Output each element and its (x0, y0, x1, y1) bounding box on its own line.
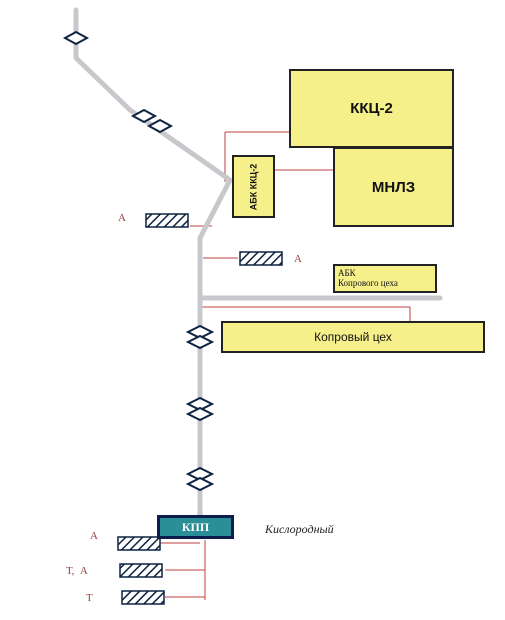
marker-label-ta: Т, А (66, 565, 88, 577)
marker-label-a1: А (118, 212, 126, 224)
hatched-marker-icon (117, 536, 161, 551)
building-abk-kkc2: АБК ККЦ-2 (232, 155, 275, 218)
building-kkc2: ККЦ-2 (289, 69, 454, 148)
hatched-marker-icon (121, 590, 165, 605)
valve-icon (185, 334, 215, 350)
valve-icon (185, 396, 215, 412)
kislorodny-caption: Кислородный (265, 522, 334, 536)
marker-label-a2: А (294, 253, 302, 265)
marker-label-a3: А (90, 530, 98, 542)
kpp-station: КПП (157, 515, 234, 539)
valve-icon (185, 466, 215, 482)
building-abk-koprovogo: АБК Копрового цеха (333, 264, 437, 293)
valve-icon (185, 406, 215, 422)
building-abk-koprovogo-line2: Копрового цеха (338, 278, 398, 288)
building-abk-kkc2-label: АБК ККЦ-2 (248, 163, 259, 210)
building-abk-koprovogo-line1: АБК (338, 268, 356, 278)
hatched-marker-icon (145, 213, 189, 228)
kpp-label: КПП (181, 519, 210, 534)
valve-icon (62, 30, 90, 46)
hatched-markers (117, 213, 283, 605)
hatched-marker-icon (239, 251, 283, 266)
valve-icon (130, 108, 158, 124)
valve-icon (185, 324, 215, 340)
building-koprovy-ceh-label: Копровый цех (314, 330, 392, 344)
building-kkc2-label: ККЦ-2 (350, 100, 393, 117)
valves (62, 30, 215, 492)
main-pipeline (73, 7, 443, 521)
valve-icon (146, 118, 174, 134)
building-mnlz-label: МНЛЗ (371, 178, 416, 196)
hatched-marker-icon (119, 563, 163, 578)
building-mnlz: МНЛЗ (333, 147, 454, 227)
valve-icon (185, 476, 215, 492)
marker-label-t: Т (86, 592, 93, 604)
building-koprovy-ceh: Копровый цех (221, 321, 485, 353)
connector-lines (160, 131, 411, 600)
